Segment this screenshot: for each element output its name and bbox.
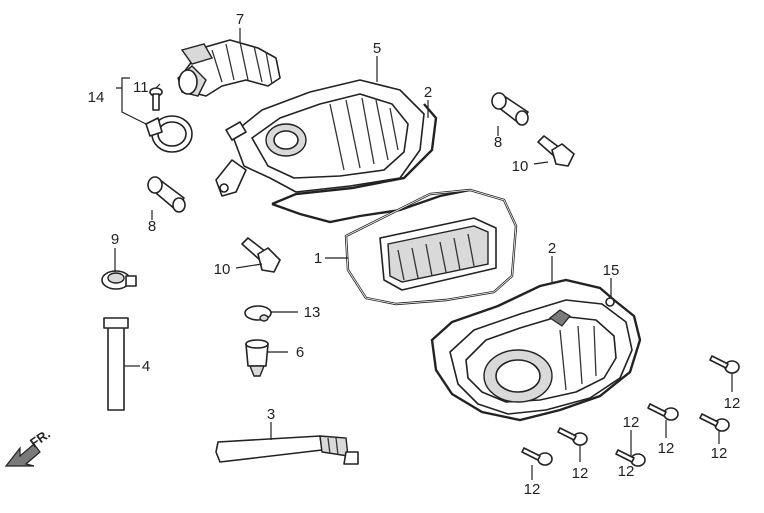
callout-12-b: 12 <box>658 440 675 457</box>
air-cleaner-case-lower-part-15 <box>449 297 633 415</box>
screw-part-12-c <box>699 413 730 432</box>
clip-part-9 <box>101 270 137 290</box>
ring-clip-part-13 <box>244 305 272 322</box>
intake-duct-part-7 <box>177 39 281 97</box>
callout-7: 7 <box>236 11 244 28</box>
front-direction-indicator: FR. <box>4 426 53 467</box>
screw-part-12-b <box>647 403 679 421</box>
callout-13: 13 <box>304 304 321 321</box>
front-arrow-icon <box>4 443 41 467</box>
callout-14: 14 <box>88 89 105 106</box>
callout-1: 1 <box>314 250 322 267</box>
callout-12-e: 12 <box>623 414 640 431</box>
callout-5: 5 <box>373 40 381 57</box>
band-clamp-part-14 <box>145 115 193 153</box>
air-cleaner-case-upper-part-5 <box>215 79 425 197</box>
callout-11: 11 <box>133 79 149 96</box>
callout-10-middle: 10 <box>214 261 231 278</box>
gasket-part-2-top <box>271 103 471 224</box>
callout-8-top: 8 <box>494 134 502 151</box>
cap-part-8-top <box>491 92 529 126</box>
callout-12-g: 12 <box>618 463 635 480</box>
screw-part-12-e <box>615 449 646 467</box>
callout-labels: 7 5 2 14 11 8 10 8 9 10 1 2 15 13 6 4 3 … <box>88 11 741 498</box>
callout-12-f: 12 <box>524 481 541 498</box>
callout-4: 4 <box>142 358 150 375</box>
drain-hose-part-3 <box>215 435 359 465</box>
callout-12-d: 12 <box>572 465 589 482</box>
callout-15: 15 <box>603 262 620 279</box>
screw-part-12-d <box>557 427 588 446</box>
drain-plug-part-6 <box>245 339 269 377</box>
bolt-part-10-middle <box>241 237 281 273</box>
screw-part-12-f <box>521 447 553 466</box>
drain-tube-part-4 <box>103 317 129 411</box>
callout-12-c: 12 <box>711 445 728 462</box>
air-filter-element-part-1 <box>344 188 518 306</box>
callout-6: 6 <box>296 344 304 361</box>
callout-8-left: 8 <box>148 218 156 235</box>
callout-9: 9 <box>111 231 119 248</box>
screw-part-11 <box>149 87 163 111</box>
cap-part-8-left <box>147 176 186 213</box>
callout-10-top: 10 <box>512 158 529 175</box>
gasket-part-2-bottom <box>430 278 642 422</box>
callout-2-top: 2 <box>424 84 432 101</box>
callout-2-bottom: 2 <box>548 240 556 257</box>
callout-3: 3 <box>267 406 275 423</box>
screw-part-12-a <box>709 355 740 374</box>
callout-12-a: 12 <box>724 395 741 412</box>
leader-lines <box>114 28 733 480</box>
bolt-part-10-top <box>537 135 575 167</box>
